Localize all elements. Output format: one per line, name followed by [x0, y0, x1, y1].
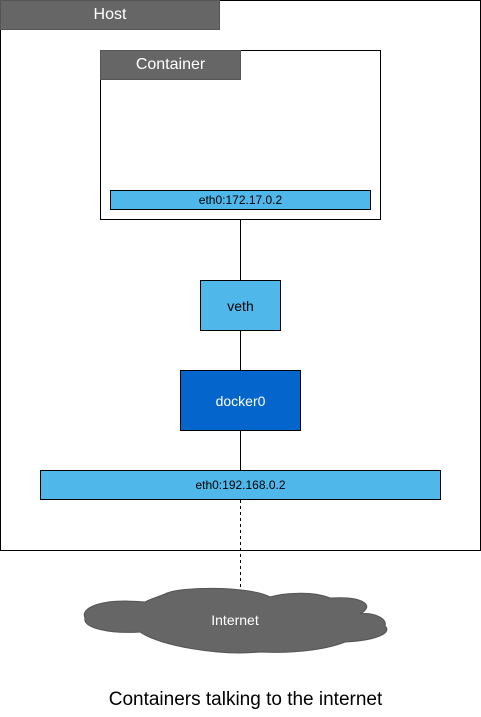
host-eth0: eth0:192.168.0.2	[40, 470, 441, 500]
container-label-text: Container	[135, 56, 206, 73]
docker0-label: docker0	[215, 392, 266, 409]
internet-label-text: Internet	[211, 612, 259, 628]
internet-label: Internet	[80, 605, 390, 635]
diagram-caption: Containers talking to the internet	[0, 683, 481, 717]
container-eth0: eth0:172.17.0.2	[110, 190, 371, 210]
host-label: Host	[0, 0, 220, 30]
host-label-text: Host	[93, 6, 127, 23]
diagram-caption-text: Containers talking to the internet	[108, 689, 383, 710]
veth-box: veth	[200, 280, 281, 331]
veth-label: veth	[227, 297, 254, 314]
internet-cloud	[83, 587, 388, 654]
host-eth0-label: eth0:192.168.0.2	[195, 478, 286, 492]
container-label: Container	[100, 50, 241, 80]
container-eth0-label: eth0:172.17.0.2	[198, 193, 283, 207]
docker0-bridge: docker0	[180, 370, 301, 431]
